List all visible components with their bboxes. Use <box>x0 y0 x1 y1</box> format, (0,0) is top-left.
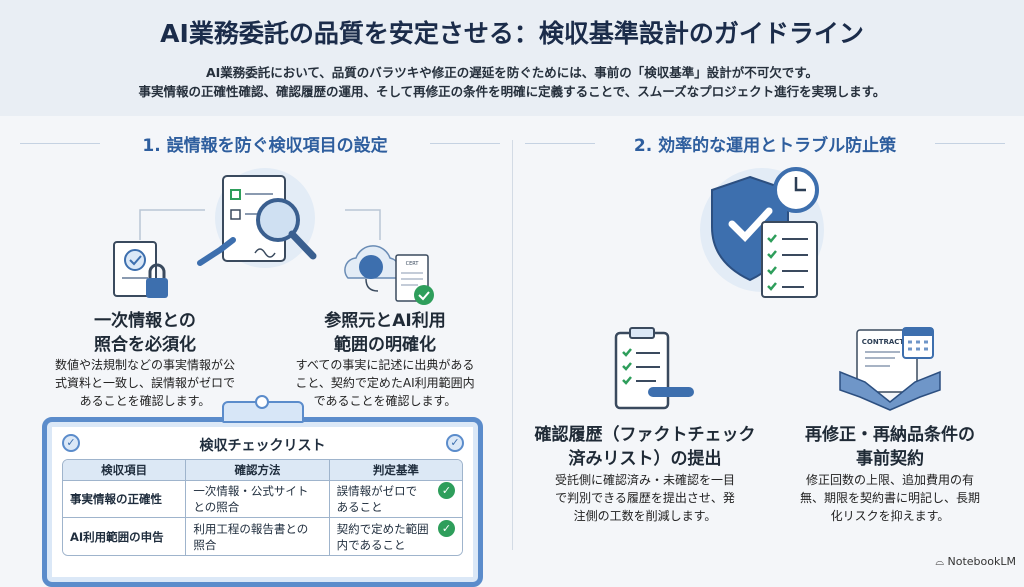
check-circle-icon: ✓ <box>62 434 80 452</box>
item-4-body-1: 修正回数の上限、追加費用の有 <box>805 473 974 487</box>
item-1-body-2: 式資料と一致し、誤情報がゼロで <box>54 376 235 390</box>
item-2-body-3: であることを確認します。 <box>313 394 457 408</box>
section-1-heading: 1. 誤情報を防ぐ検収項目の設定 <box>142 136 388 156</box>
table-header-row: 検収項目 確認方法 判定基準 <box>63 460 462 481</box>
watermark-text: NotebookLM <box>947 555 1016 568</box>
section-divider <box>512 140 513 550</box>
item-2-title-line-1: 参照元とAI利用 <box>324 311 446 331</box>
subtitle-line-2: 事実情報の正確性確認、確認履歴の運用、そして再修正の条件を明確に定義することで、… <box>138 84 886 99</box>
cell-line: 照合 <box>193 537 217 552</box>
item-3-title-line-2: 済みリスト）の提出 <box>568 449 722 469</box>
item-3-body-2: で判別できる履歴を提出させ、発 <box>555 491 735 505</box>
header-band <box>0 0 1024 116</box>
table-cell: 利用工程の報告書との照合 <box>186 518 330 555</box>
document-lock-icon <box>113 241 168 298</box>
table-row: AI利用範囲の申告 利用工程の報告書との照合 ✓ 契約で定めた範囲内であること <box>63 518 462 555</box>
document-label: CERT <box>406 261 420 267</box>
column-header: 確認方法 <box>186 460 330 481</box>
column-header: 判定基準 <box>329 460 462 481</box>
table-cell: 一次情報・公式サイトとの照合 <box>186 481 330 518</box>
cell-line: 一次情報・公式サイト <box>193 484 309 498</box>
clipboard-checklist-icon <box>614 327 694 410</box>
notebooklm-logo-icon: ⌓ <box>935 555 948 568</box>
cell-line: との照合 <box>193 500 240 514</box>
cloud-brain-document-icon: CERT <box>344 245 434 305</box>
divider <box>525 143 595 144</box>
connector-lines <box>139 209 381 240</box>
subtitle-line-1: AI業務委託において、品質のバラツキや修正の遅延を防ぐためには、事前の「検収基準… <box>205 65 819 80</box>
item-4-body-2: 無、期限を契約書に明記し、長期 <box>799 491 980 505</box>
item-4-title-line-1: 再修正・再納品条件の <box>805 425 975 445</box>
item-2-title-line-2: 範囲の明確化 <box>334 335 436 355</box>
item-4-body-3: 化リスクを抑えます。 <box>830 509 950 523</box>
item-2-body-1: すべての事実に記述に出典がある <box>295 358 475 372</box>
item-3-title-line-1: 確認履歴（ファクトチェック <box>534 425 756 445</box>
notebooklm-watermark: ⌓ NotebookLM <box>935 555 1016 569</box>
check-circle-icon: ✓ <box>446 434 464 452</box>
item-1-body-3: あることを確認します。 <box>79 394 211 408</box>
table-row: 事実情報の正確性 一次情報・公式サイトとの照合 ✓ 誤情報がゼロであること <box>63 481 462 518</box>
item-1-body-1: 数値や法規制などの事実情報が公 <box>54 358 235 372</box>
divider <box>20 143 100 144</box>
item-3-body-3: 注側の工数を削減します。 <box>573 509 717 523</box>
document-magnifier-icon <box>197 168 317 268</box>
column-header: 検収項目 <box>63 460 187 481</box>
item-1-title-line-2: 照合を必須化 <box>94 335 196 355</box>
item-3-body-1: 受託側に確認済み・未確認を一目 <box>554 473 735 487</box>
contract-handshake-icon: CONTRACT <box>839 327 941 411</box>
table-cell: AI利用範囲の申告 <box>63 518 187 555</box>
green-check-icon: ✓ <box>438 519 455 537</box>
clipboard-ring <box>255 395 269 409</box>
contract-label: CONTRACT <box>862 338 905 346</box>
divider <box>430 143 500 144</box>
item-1-title-line-1: 一次情報との <box>94 311 196 331</box>
checklist-table: 検収項目 確認方法 判定基準 事実情報の正確性 一次情報・公式サイトとの照合 ✓… <box>62 459 463 556</box>
cell-line: あること <box>336 500 383 514</box>
item-2-body-2: こと、契約で定めたAI利用範囲内 <box>295 376 475 390</box>
divider <box>935 143 1005 144</box>
table-cell: ✓ 契約で定めた範囲内であること <box>329 518 462 555</box>
cell-line: 内であること <box>336 537 406 552</box>
table-cell: 事実情報の正確性 <box>63 481 187 518</box>
item-4-title-line-2: 事前契約 <box>856 449 924 469</box>
cell-line: 利用工程の報告書との <box>193 521 309 536</box>
section-2-heading: 2. 効率的な運用とトラブル防止策 <box>633 136 897 156</box>
green-check-icon: ✓ <box>438 482 455 499</box>
shield-clock-checklist-icon <box>700 167 824 298</box>
checklist-title: 検収チェックリスト <box>199 438 326 454</box>
page-title: AI業務委託の品質を安定させる：検収基準設計のガイドライン <box>160 19 864 48</box>
table-cell: ✓ 誤情報がゼロであること <box>329 481 462 518</box>
cell-line: 契約で定めた範囲 <box>336 521 429 536</box>
cell-line: 誤情報がゼロで <box>336 484 418 498</box>
